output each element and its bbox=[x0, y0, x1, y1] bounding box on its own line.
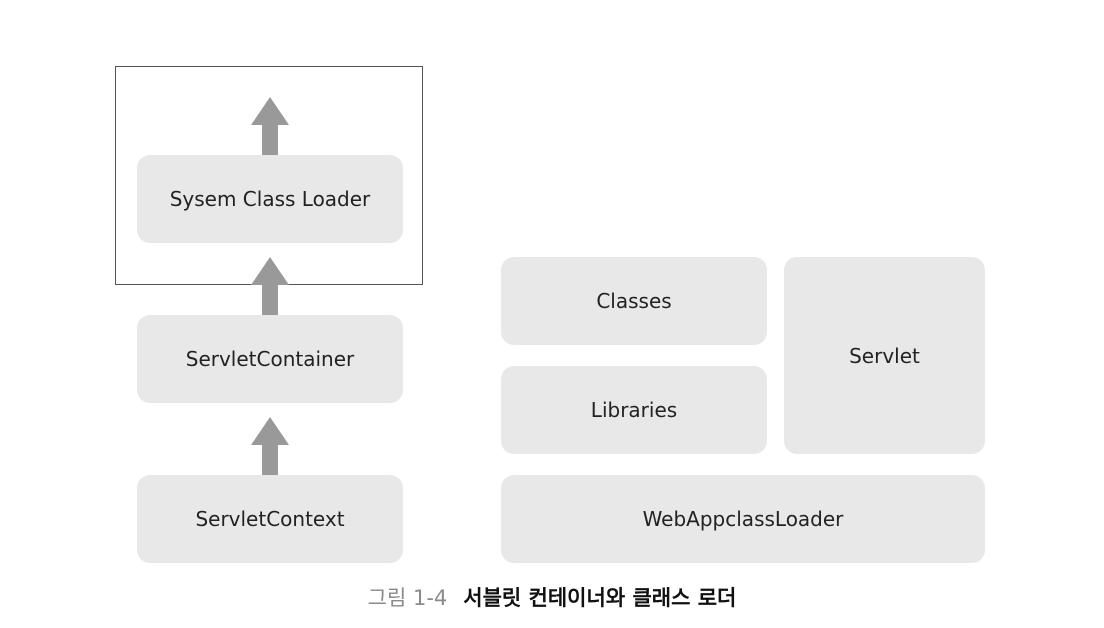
web-app-class-loader-label: WebAppclassLoader bbox=[642, 507, 844, 531]
servlet-container-label: ServletContainer bbox=[185, 347, 355, 371]
servlet-box: Servlet bbox=[784, 257, 985, 454]
up-arrow-bottom-icon bbox=[251, 417, 289, 475]
classes-label: Classes bbox=[596, 289, 672, 313]
libraries-label: Libraries bbox=[590, 398, 678, 422]
servlet-container-box: ServletContainer bbox=[137, 315, 403, 403]
up-arrow-top-icon bbox=[251, 97, 289, 155]
classes-box: Classes bbox=[501, 257, 767, 345]
servlet-context-label: ServletContext bbox=[195, 507, 345, 531]
system-class-loader-label: Sysem Class Loader bbox=[169, 187, 371, 211]
figure-title: 서블릿 컨테이너와 클래스 로더 bbox=[463, 586, 737, 610]
up-arrow-middle-icon bbox=[251, 257, 289, 315]
figure-number: 그림 1-4 bbox=[367, 586, 448, 610]
libraries-box: Libraries bbox=[501, 366, 767, 454]
servlet-context-box: ServletContext bbox=[137, 475, 403, 563]
figure-caption: 그림 1-4 서블릿 컨테이너와 클래스 로더 bbox=[0, 581, 1104, 615]
web-app-class-loader-box: WebAppclassLoader bbox=[501, 475, 985, 563]
servlet-label: Servlet bbox=[849, 343, 920, 368]
system-class-loader-box: Sysem Class Loader bbox=[137, 155, 403, 243]
